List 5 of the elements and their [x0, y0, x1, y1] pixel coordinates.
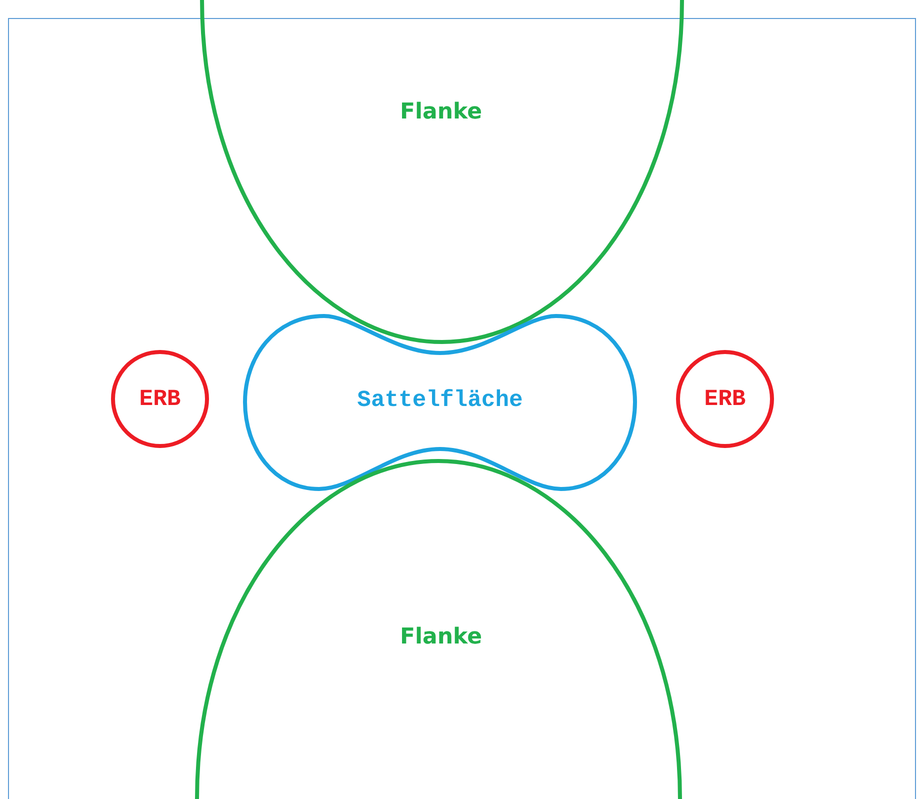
- circle-label: ERB: [139, 386, 181, 412]
- flank-label: Flanke: [400, 624, 482, 650]
- flank-label: Flanke: [400, 100, 482, 124]
- circle-label: ERB: [704, 386, 746, 412]
- saddle-surface-label: Sattelfläche: [357, 387, 523, 413]
